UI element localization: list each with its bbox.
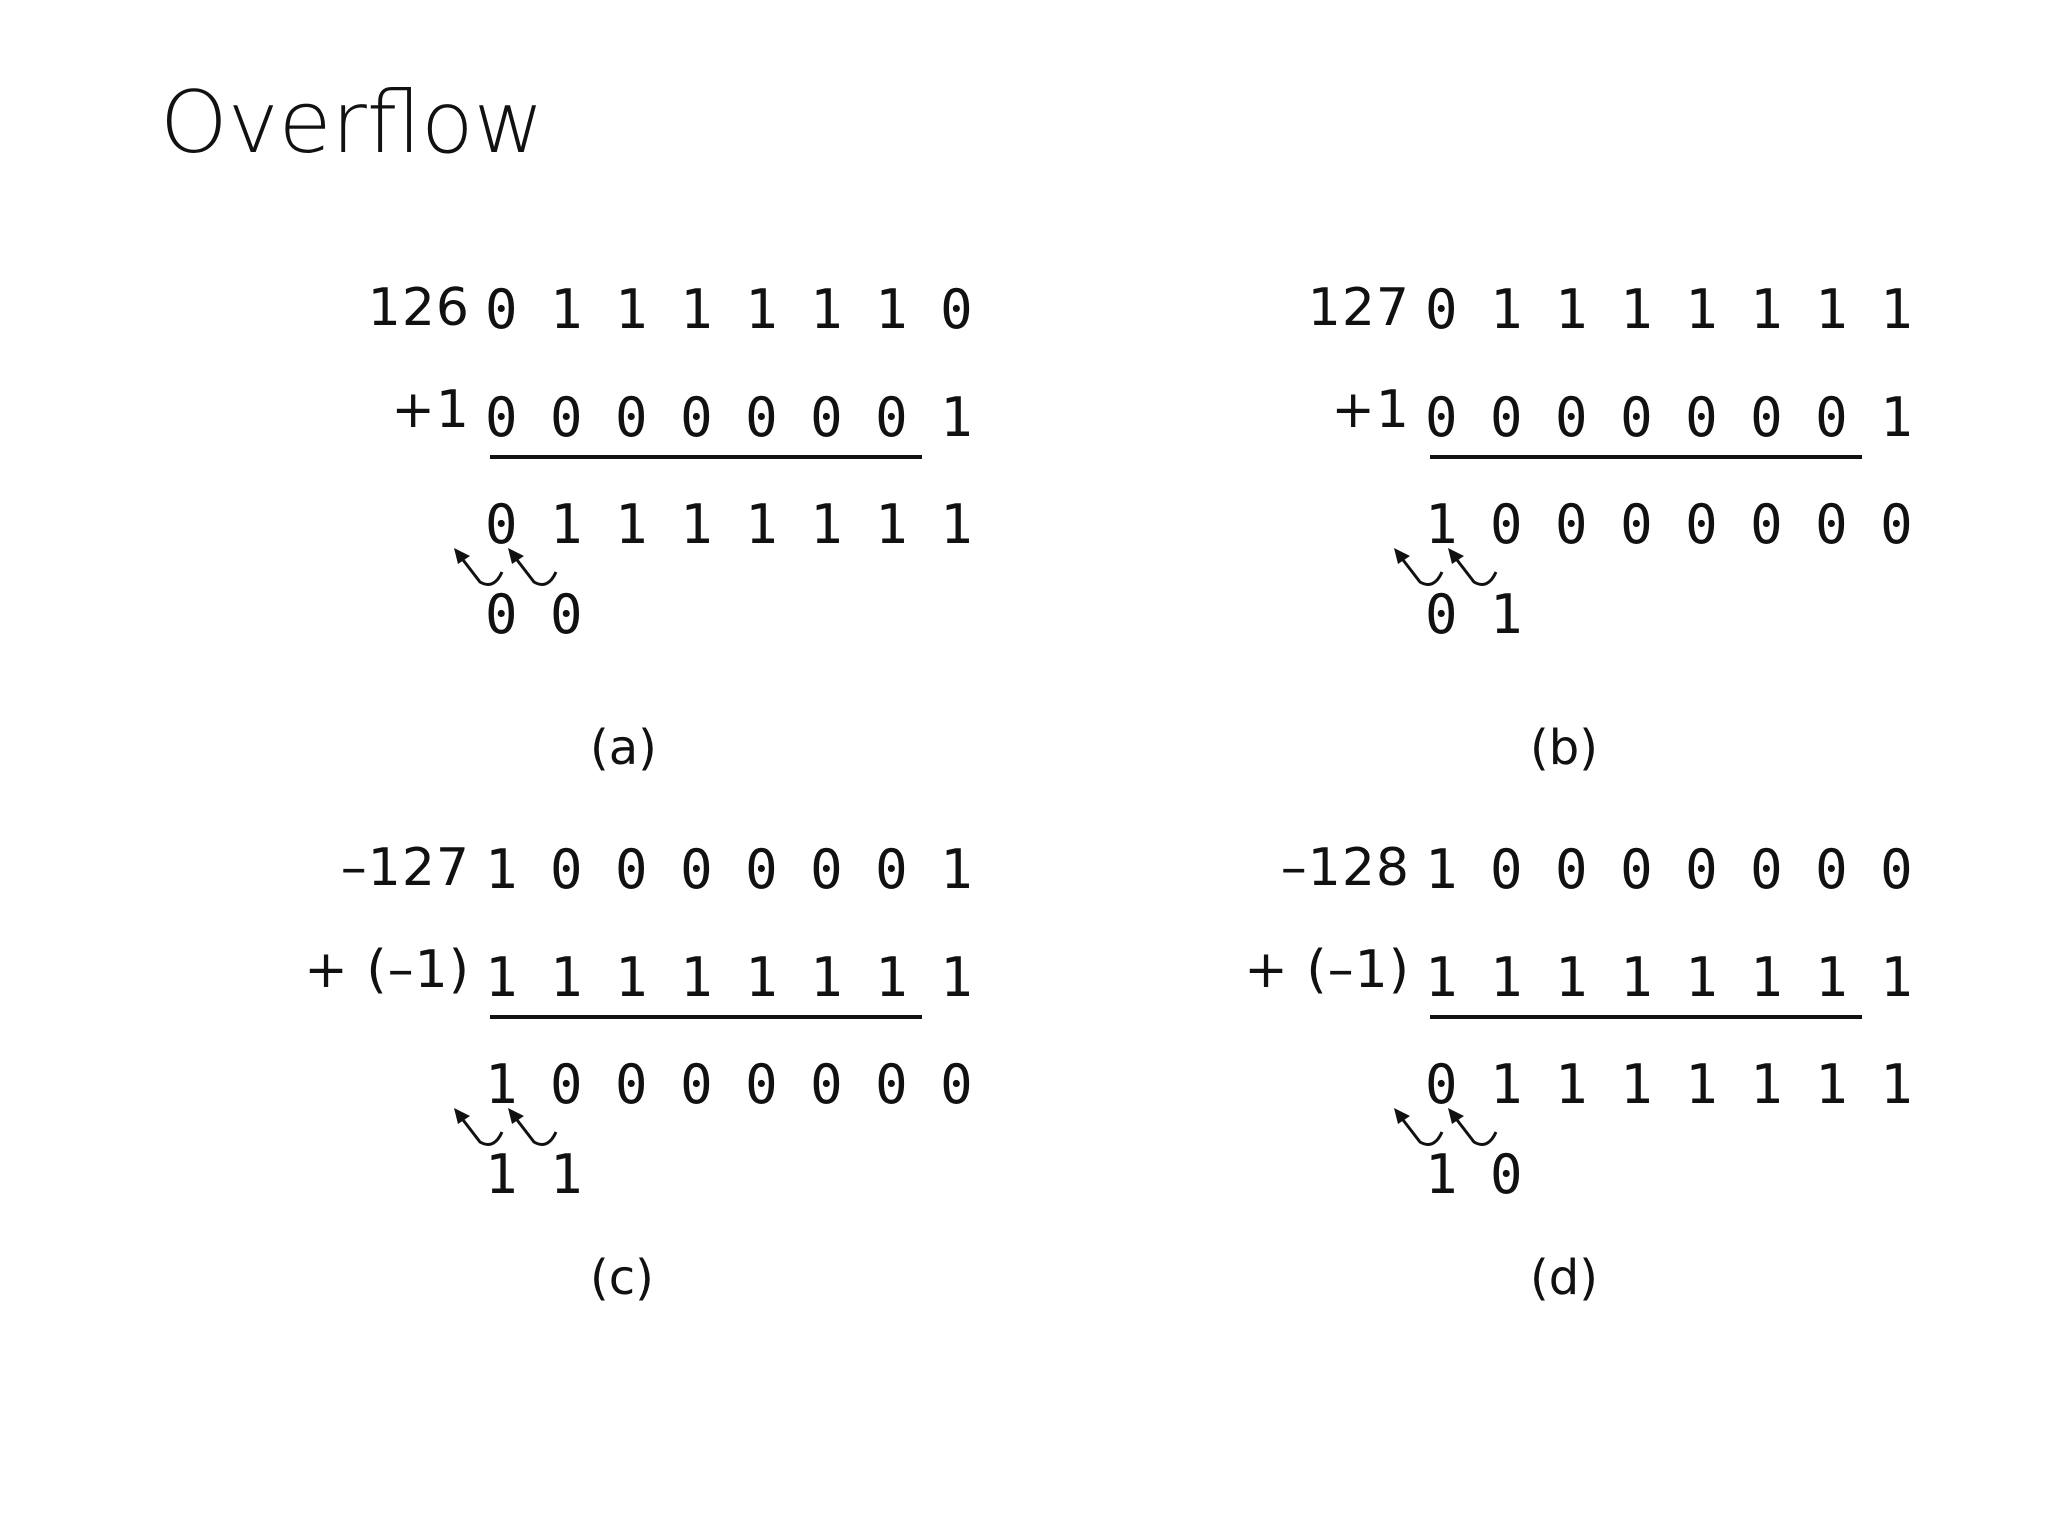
addition-panel-d: –128 + (–1) 1 0 0 0 0 0 0 0 1 1 1 1 1 1 …: [1100, 830, 2000, 1350]
result-binary: 1 0 0 0 0 0 0 0: [1425, 493, 1913, 556]
result-binary: 0 1 1 1 1 1 1 1: [1425, 1053, 1913, 1116]
operand1-decimal: –127: [340, 838, 470, 898]
operand2-decimal: +1: [1331, 380, 1410, 440]
panel-caption: (d): [1530, 1250, 1598, 1306]
operand1-decimal: –128: [1280, 838, 1410, 898]
carry-arrows-icon: [1394, 1108, 1498, 1146]
result-binary: 1 0 0 0 0 0 0 0: [485, 1053, 973, 1116]
operand1-binary: 0 1 1 1 1 1 1 0: [485, 278, 973, 341]
carry-arrows-icon: [454, 548, 558, 586]
operand1-decimal: 127: [1307, 278, 1410, 338]
carry-arrows-icon: [1394, 548, 1498, 586]
sum-rule-line: [1430, 455, 1862, 459]
operand2-decimal: + (–1): [304, 940, 470, 1000]
operand2-binary: 0 0 0 0 0 0 0 1: [1425, 386, 1913, 449]
addition-panel-a: 126 +1 0 1 1 1 1 1 1 0 0 0 0 0 0 0 0 1 0…: [160, 270, 1060, 790]
operand2-decimal: +1: [391, 380, 470, 440]
carry-bits: 0 1: [1425, 583, 1523, 646]
operand1-binary: 0 1 1 1 1 1 1 1: [1425, 278, 1913, 341]
panel-caption: (c): [590, 1250, 654, 1306]
carry-bits: 1 1: [485, 1143, 583, 1206]
carry-arrows-icon: [454, 1108, 558, 1146]
panel-caption: (a): [590, 720, 657, 776]
operand2-binary: 0 0 0 0 0 0 0 1: [485, 386, 973, 449]
sum-rule-line: [490, 455, 922, 459]
addition-panel-c: –127 + (–1) 1 0 0 0 0 0 0 1 1 1 1 1 1 1 …: [160, 830, 1060, 1350]
carry-bits: 1 0: [1425, 1143, 1523, 1206]
result-binary: 0 1 1 1 1 1 1 1: [485, 493, 973, 556]
operand1-binary: 1 0 0 0 0 0 0 1: [485, 838, 973, 901]
carry-bits: 0 0: [485, 583, 583, 646]
operand1-decimal: 126: [367, 278, 470, 338]
operand2-binary: 1 1 1 1 1 1 1 1: [1425, 946, 1913, 1009]
slide-title: Overflow: [160, 73, 544, 173]
addition-panel-b: 127 +1 0 1 1 1 1 1 1 1 0 0 0 0 0 0 0 1 1…: [1100, 270, 2000, 790]
sum-rule-line: [490, 1015, 922, 1019]
panel-caption: (b): [1530, 720, 1598, 776]
operand1-binary: 1 0 0 0 0 0 0 0: [1425, 838, 1913, 901]
sum-rule-line: [1430, 1015, 1862, 1019]
operand2-binary: 1 1 1 1 1 1 1 1: [485, 946, 973, 1009]
operand2-decimal: + (–1): [1244, 940, 1410, 1000]
